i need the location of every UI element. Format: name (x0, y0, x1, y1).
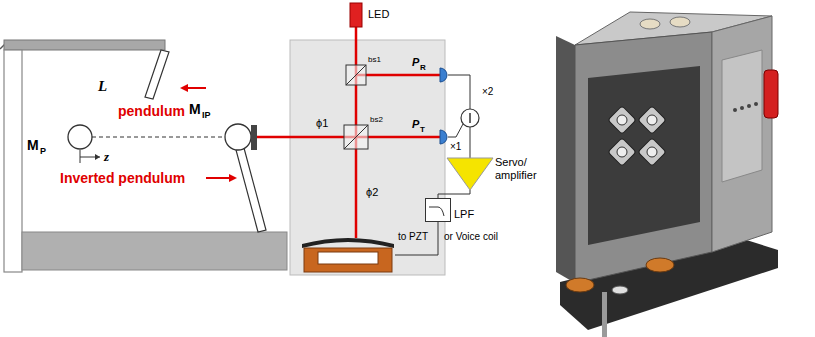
part-label: pendulum (118, 103, 185, 119)
node-label: LPF (454, 208, 474, 221)
part-label: P (40, 146, 46, 156)
amplifier-triangle: Servo/ amplifier (447, 158, 549, 190)
part-label: T (420, 125, 425, 134)
part-label: Inverted pendulum (60, 170, 185, 186)
led-shape (350, 3, 362, 27)
part-label: bs2 (370, 115, 383, 124)
part-label: bs1 (368, 55, 381, 64)
part-label: M (27, 137, 39, 153)
part-label: R (420, 63, 426, 72)
part-label: z (104, 150, 109, 165)
part-label: ×1 (450, 141, 461, 153)
node-label: Servo/ amplifier (495, 156, 547, 182)
lpf-shape (425, 198, 451, 222)
part-label: P (412, 56, 419, 69)
tri-shape (447, 158, 493, 190)
part-label: ×2 (482, 86, 493, 98)
signal-connector (438, 190, 470, 198)
led-source: LED (350, 3, 392, 27)
part-label: L (98, 78, 107, 95)
part-label: or Voice coil (444, 231, 498, 243)
filter-box: LPF (425, 198, 477, 222)
part-label: P (412, 118, 419, 131)
node-label: LED (368, 8, 389, 21)
part-label: ϕ1 (316, 117, 328, 130)
part-label: M (189, 101, 201, 117)
part-label: to PZT (398, 231, 428, 243)
part-label: IP (202, 110, 211, 120)
part-label: ϕ2 (366, 186, 378, 199)
